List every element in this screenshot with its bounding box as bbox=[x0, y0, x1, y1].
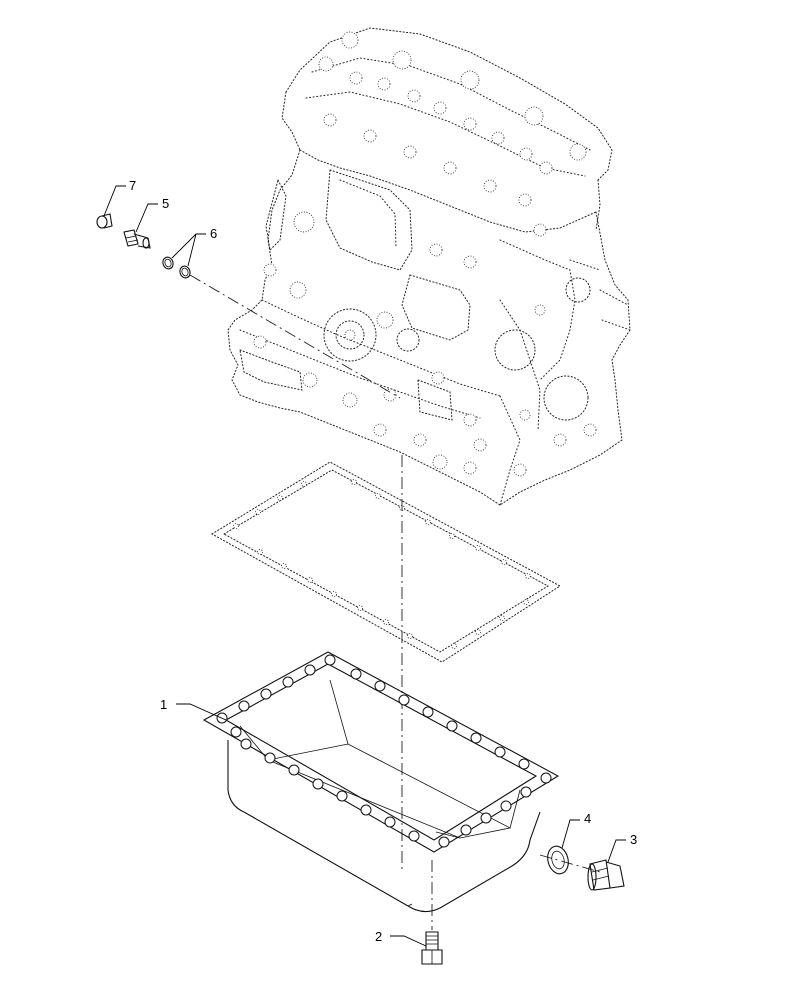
callout-6: 6 bbox=[210, 226, 217, 241]
callout-7: 7 bbox=[129, 178, 136, 193]
leader-2 bbox=[390, 935, 427, 947]
leader-6 bbox=[171, 233, 206, 267]
leader-7 bbox=[103, 185, 126, 217]
part-7-plug bbox=[96, 213, 113, 229]
callout-5: 5 bbox=[162, 196, 169, 211]
callout-2: 2 bbox=[375, 929, 382, 944]
drain-plug-axis bbox=[539, 854, 601, 873]
leader-4 bbox=[561, 819, 580, 849]
plug-axis bbox=[189, 274, 401, 399]
callout-1: 1 bbox=[160, 697, 167, 712]
callout-4: 4 bbox=[584, 811, 591, 826]
part-3-drain-plug bbox=[587, 859, 625, 891]
oil-pan-gasket bbox=[211, 461, 561, 663]
leader-3 bbox=[607, 839, 626, 863]
leader-5 bbox=[135, 203, 158, 233]
oil-pan bbox=[202, 651, 560, 913]
leader-1 bbox=[176, 703, 227, 721]
part-6-washers bbox=[162, 256, 191, 279]
engine-block bbox=[227, 27, 631, 506]
part-2-bolt bbox=[421, 931, 443, 965]
callout-3: 3 bbox=[630, 832, 637, 847]
part-5-fitting bbox=[123, 229, 151, 249]
part-4-washer bbox=[547, 845, 569, 875]
